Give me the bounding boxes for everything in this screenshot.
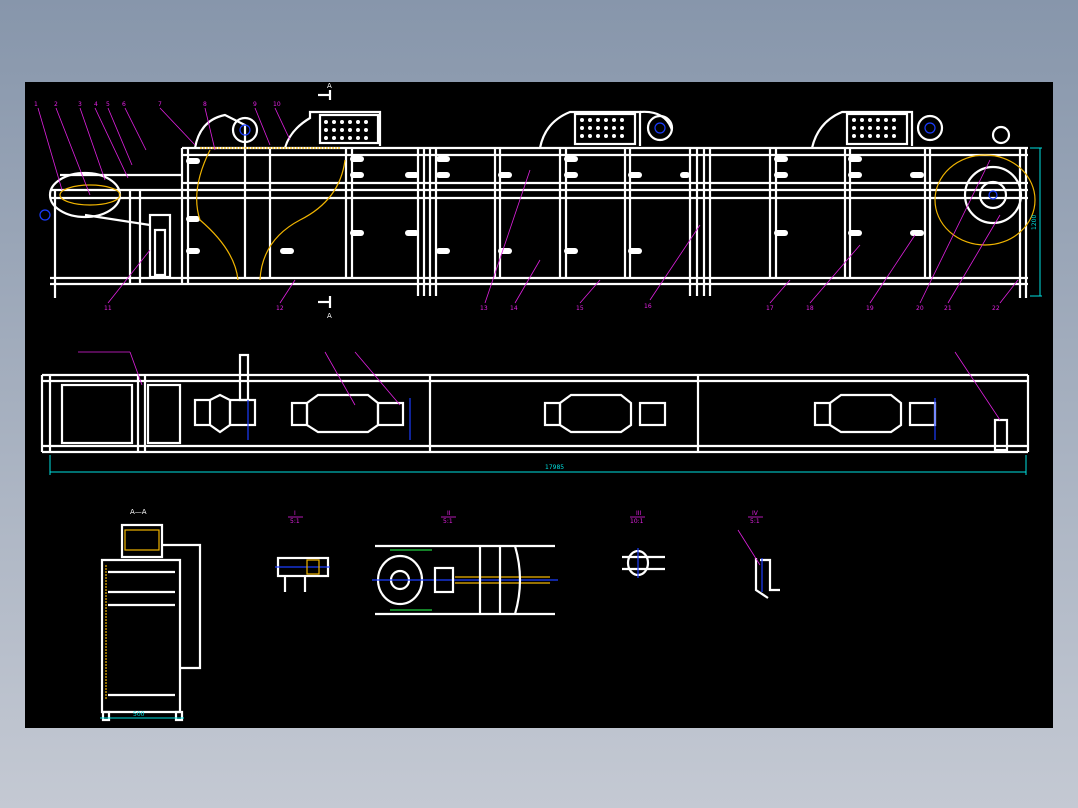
detail-I: I 5:1 <box>275 510 330 592</box>
part-label: 8 <box>203 101 207 108</box>
section-posts <box>243 148 1028 298</box>
vent-holes <box>324 118 896 140</box>
section-a-a: A—A 500 <box>100 508 202 722</box>
part-label: 20 <box>916 305 924 312</box>
outfeed-drive: 1200 <box>934 125 1042 297</box>
section-title: A—A <box>130 508 147 516</box>
plan-view: 17985 <box>40 351 1030 475</box>
section-marks: A A <box>318 82 332 320</box>
part-label: 14 <box>510 305 518 312</box>
part-label: 11 <box>104 305 112 312</box>
part-label: 22 <box>992 305 1000 312</box>
part-label: 16 <box>644 303 652 310</box>
part-label: 19 <box>866 305 874 312</box>
part-label: 4 <box>94 101 98 108</box>
detail-title: I <box>294 510 296 517</box>
detail-title: III <box>636 510 642 517</box>
height-dimension: 1200 <box>1031 215 1038 230</box>
detail-II: II 5:1 <box>372 510 558 616</box>
part-label: 10 <box>273 101 281 108</box>
part-label: 18 <box>806 305 814 312</box>
leader-lines: 1 2 3 4 5 6 7 8 9 10 11 12 13 14 15 16 1… <box>34 101 1019 312</box>
infeed-frame <box>39 146 1028 298</box>
width-dimension: 500 <box>133 711 145 718</box>
detail-scale: 5:1 <box>443 518 453 525</box>
elevation-view: 1200 A A 1 2 3 4 5 6 7 8 <box>34 82 1042 320</box>
bracket-pills <box>186 156 924 254</box>
fan-motor-4 <box>813 393 937 440</box>
heater-unit-2 <box>538 110 674 149</box>
part-label: 12 <box>276 305 284 312</box>
part-label: 1 <box>34 101 38 108</box>
part-label: 17 <box>766 305 774 312</box>
detail-scale: 10:1 <box>630 518 644 525</box>
detail-IV: IV 5:1 <box>737 510 780 599</box>
heater-unit-3 <box>810 110 944 149</box>
part-label: 6 <box>122 101 126 108</box>
section-mark-top: A <box>327 82 332 90</box>
part-label: 15 <box>576 305 584 312</box>
part-label: 9 <box>253 101 257 108</box>
detail-scale: 5:1 <box>750 518 760 525</box>
heater-unit-1 <box>193 110 382 281</box>
overall-length-dimension: 17985 <box>545 464 564 471</box>
part-label: 13 <box>480 305 488 312</box>
detail-III: III 10:1 <box>622 510 665 578</box>
part-label: 3 <box>78 101 82 108</box>
part-label: 2 <box>54 101 58 108</box>
part-label: 21 <box>944 305 952 312</box>
section-mark-bottom: A <box>327 312 332 320</box>
detail-title: II <box>447 510 451 517</box>
detail-title: IV <box>752 510 759 517</box>
part-label: 5 <box>106 101 110 108</box>
fan-motor-3 <box>543 393 667 434</box>
fan-motor-2 <box>290 393 411 440</box>
part-label: 7 <box>158 101 162 108</box>
detail-scale: 5:1 <box>290 518 300 525</box>
fan-motor-1 <box>193 353 257 440</box>
